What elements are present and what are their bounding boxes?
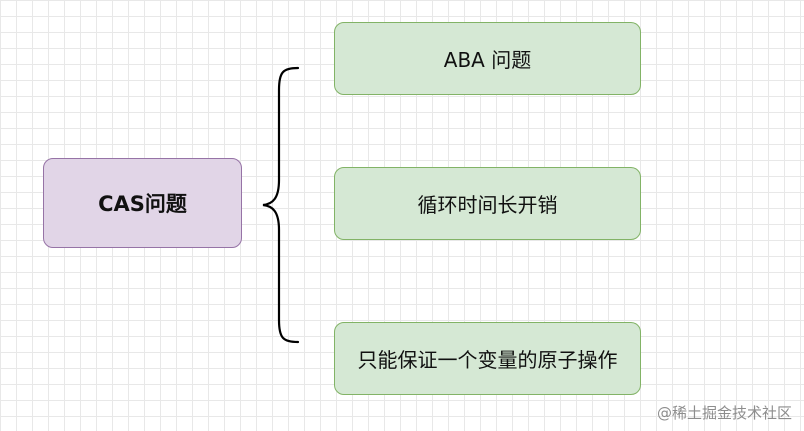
child-node-label: ABA 问题 <box>443 48 532 72</box>
root-node-label: CAS问题 <box>98 192 187 216</box>
child-node-label: 循环时间长开销 <box>417 193 558 217</box>
curly-brace-connector <box>262 66 300 344</box>
child-node-long-loop-overhead: 循环时间长开销 <box>334 167 641 240</box>
child-node-label: 只能保证一个变量的原子操作 <box>357 348 618 372</box>
watermark: @稀土掘金技术社区 <box>656 404 792 422</box>
child-node-single-variable-atomic: 只能保证一个变量的原子操作 <box>334 322 641 395</box>
child-node-aba-problem: ABA 问题 <box>334 22 641 95</box>
root-node-cas-problems: CAS问题 <box>43 158 242 248</box>
